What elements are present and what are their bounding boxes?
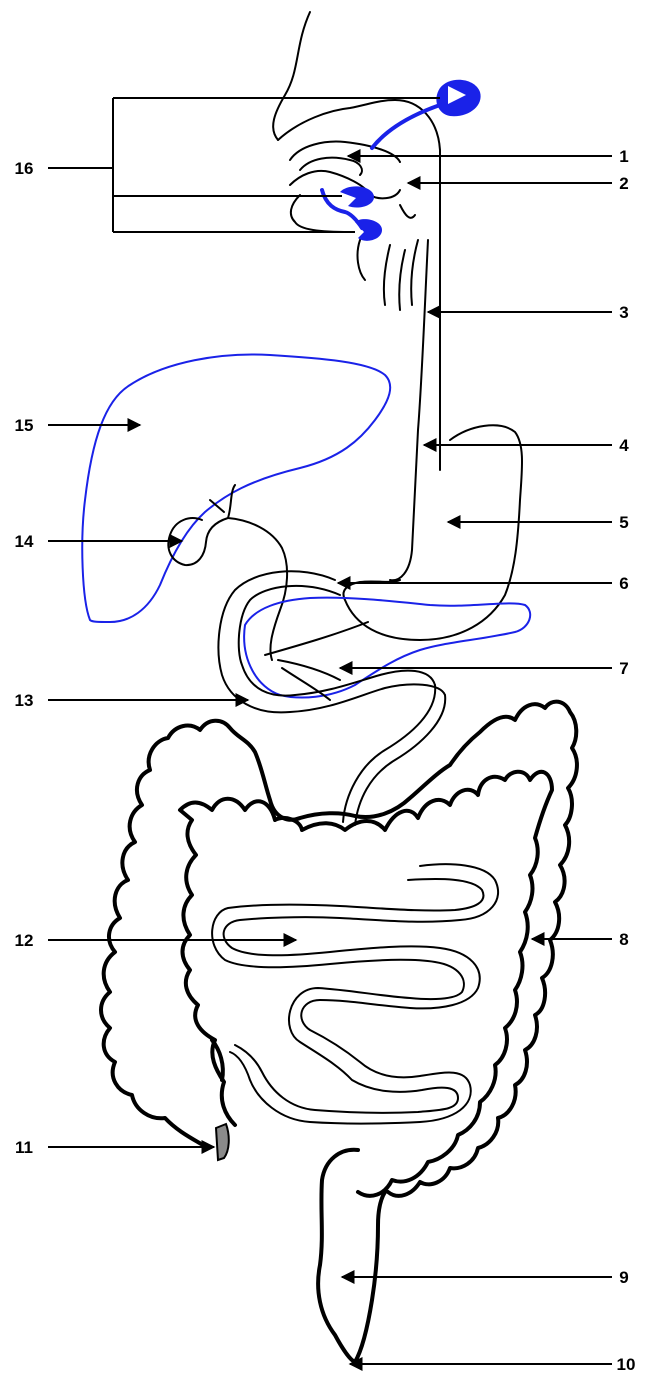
appendix <box>216 1124 229 1160</box>
label-2: 2 <box>619 174 628 193</box>
label-4: 4 <box>619 436 629 455</box>
label-8: 8 <box>619 930 628 949</box>
label-3: 3 <box>619 303 628 322</box>
large-intestine <box>101 702 577 1196</box>
duodenum <box>218 571 445 825</box>
stomach <box>343 425 522 640</box>
label-13: 13 <box>15 691 34 710</box>
label-14: 14 <box>15 532 34 551</box>
rectum <box>318 1150 385 1362</box>
esophagus <box>390 240 440 580</box>
label-16: 16 <box>15 159 34 178</box>
label-11: 11 <box>15 1138 33 1157</box>
salivary-glands <box>322 80 481 241</box>
label-9: 9 <box>619 1268 628 1287</box>
label-15: 15 <box>15 416 34 435</box>
label-6: 6 <box>619 574 628 593</box>
label-1: 1 <box>619 147 628 166</box>
label-7: 7 <box>619 659 628 678</box>
label-12: 12 <box>15 931 34 950</box>
liver <box>82 354 390 622</box>
label-5: 5 <box>619 513 628 532</box>
small-intestine <box>212 864 498 1123</box>
label-10: 10 <box>617 1355 636 1374</box>
bracket-16 <box>48 98 440 232</box>
leader-lines <box>48 156 612 1364</box>
number-labels: 1 2 3 4 5 6 7 8 9 10 11 12 13 14 15 16 <box>15 147 636 1374</box>
